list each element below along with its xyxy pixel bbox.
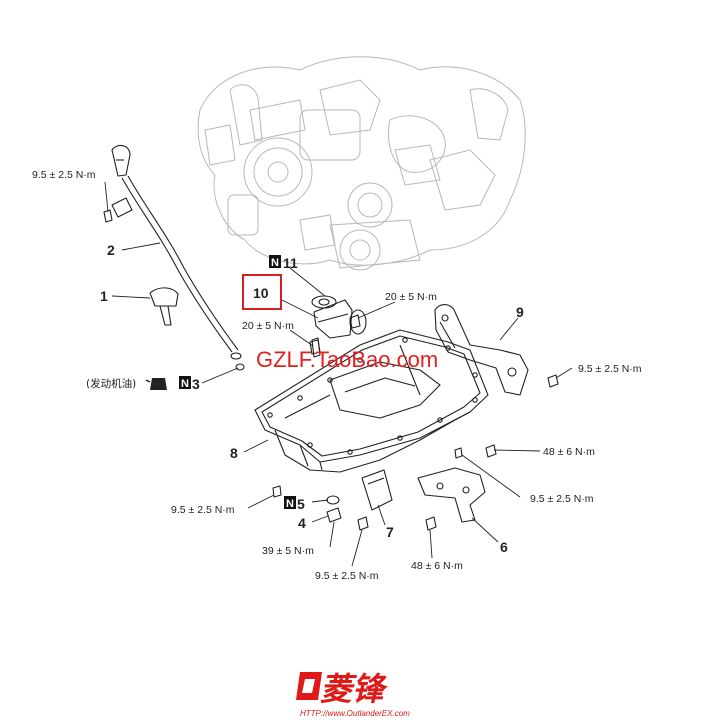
engine-block-outline xyxy=(197,56,526,271)
part-3-label: 3 xyxy=(192,376,200,392)
dipstick-handle xyxy=(111,144,131,177)
part-1-label: 1 xyxy=(100,288,108,304)
part-2-label: 2 xyxy=(107,242,115,258)
callout-labels: 9.5 ± 2.5 N·m 2 1 (发动机油) N 3 N 11 10 20 … xyxy=(32,169,642,582)
bolts xyxy=(272,314,559,531)
part-10-highlight-box xyxy=(242,274,282,310)
torque-strainer-bolt-label: 20 ± 5 N·m xyxy=(385,291,437,303)
drain-plug-gasket xyxy=(326,495,340,505)
dipstick-clip xyxy=(149,287,179,307)
oil-pan-gasket-plate xyxy=(434,304,529,396)
part-9-label: 9 xyxy=(516,304,524,320)
part-5-label: 5 xyxy=(297,496,305,512)
torque-cover-bolt-label: 9.5 ± 2.5 N·m xyxy=(315,570,379,582)
torque-48-lower-label: 48 ± 6 N·m xyxy=(411,560,463,572)
svg-text:N: N xyxy=(271,257,279,269)
n-badge-5 xyxy=(284,496,296,509)
torque-gasket-bolt-label: 9.5 ± 2.5 N·m xyxy=(578,363,642,375)
watermark-text: GZLF.TaoBao.com xyxy=(256,347,438,372)
oil-pan xyxy=(254,329,489,473)
oil-can-icon xyxy=(145,378,167,390)
dipstick-assembly xyxy=(103,144,245,371)
engine-oil-label: (发动机油) xyxy=(86,377,136,390)
torque-pan-left-label: 9.5 ± 2.5 N·m xyxy=(171,504,235,516)
part-10-label: 10 xyxy=(253,285,269,301)
part-6-label: 6 xyxy=(500,539,508,555)
oil-strainer xyxy=(313,299,353,339)
part-11-label: 11 xyxy=(283,255,298,271)
leader-lines xyxy=(104,181,573,567)
torque-drain-plug-label: 39 ± 5 N·m xyxy=(262,545,314,557)
dipstick-tube xyxy=(121,177,233,353)
torque-48-upper-label: 48 ± 6 N·m xyxy=(543,446,595,458)
logo-text: 菱锋 xyxy=(320,670,388,708)
n-badge-11 xyxy=(269,255,281,268)
n-badge-3 xyxy=(179,376,191,389)
strainer-gasket xyxy=(311,295,337,309)
drain-plug xyxy=(326,507,342,523)
part-7-label: 7 xyxy=(386,524,394,540)
dipstick-bracket xyxy=(111,197,133,218)
logo-url: HTTP://www.OutlanderEX.com xyxy=(300,709,410,718)
svg-text:N: N xyxy=(181,378,189,390)
part-4-label: 4 xyxy=(298,515,306,531)
torque-dipstick-bolt-label: 9.5 ± 2.5 N·m xyxy=(32,169,96,181)
lower-components xyxy=(326,467,486,523)
part-8-label: 8 xyxy=(230,445,238,461)
mount-bracket xyxy=(417,467,486,523)
oil-pan-cover xyxy=(361,469,393,511)
brand-logo: 菱锋 HTTP://www.OutlanderEX.com xyxy=(296,670,410,718)
torque-pickup-bolt-label: 20 ± 5 N·m xyxy=(242,320,294,332)
torque-pan-right-label: 9.5 ± 2.5 N·m xyxy=(530,493,594,505)
svg-text:N: N xyxy=(286,498,294,510)
oil-strainer-assembly xyxy=(311,295,367,358)
